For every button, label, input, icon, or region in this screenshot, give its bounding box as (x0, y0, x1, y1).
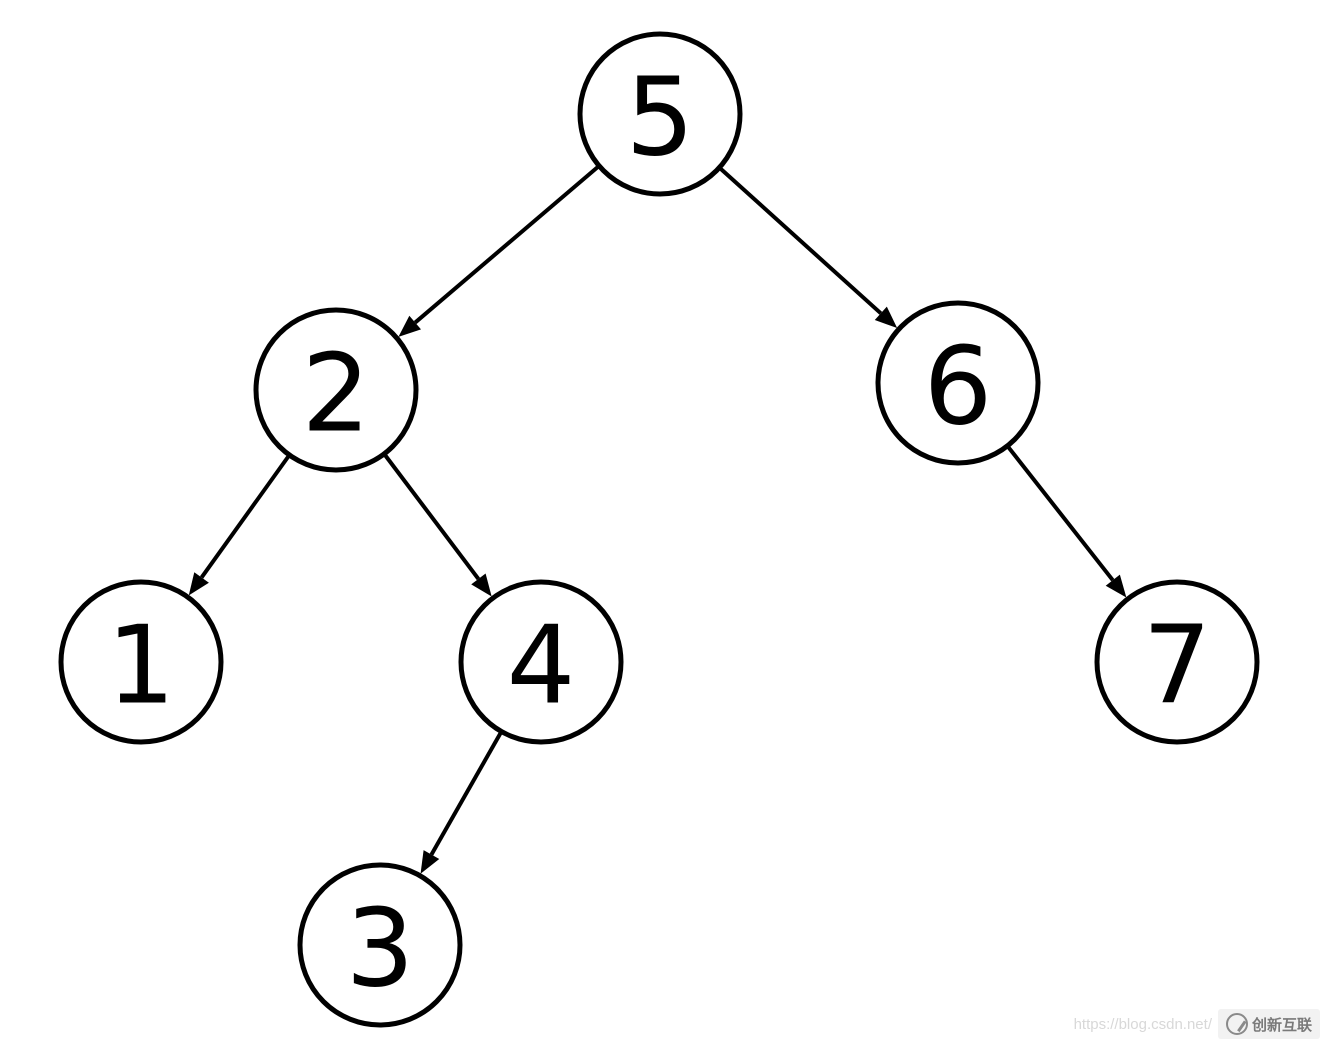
node-circle (875, 300, 1041, 466)
edge-n2-n4 (382, 452, 492, 597)
edge-line (718, 166, 883, 315)
node-circle (297, 862, 463, 1028)
arrow-head-icon (420, 850, 440, 874)
watermark-brand: 创新互联 (1251, 1016, 1312, 1034)
nodes-layer: 5 2 6 1 4 7 3 (58, 31, 1260, 1028)
tree-node-6: 6 (875, 300, 1041, 466)
node-circle (1094, 579, 1260, 745)
tree-node-3: 3 (297, 862, 463, 1028)
arrow-head-icon (874, 306, 898, 329)
watermark: https://blog.csdn.net/ 创新互联 (1074, 1004, 1320, 1044)
node-label: 2 (302, 332, 371, 457)
node-circle (577, 31, 743, 197)
edge-line (429, 730, 504, 856)
arrow-head-icon (398, 315, 422, 337)
node-label: 6 (924, 325, 993, 450)
edge-line (413, 164, 601, 325)
arrow-head-icon (188, 572, 209, 596)
node-circle (253, 307, 419, 473)
arrow-head-icon (1105, 574, 1127, 598)
node-label: 3 (346, 887, 415, 1012)
tree-node-2: 2 (253, 307, 419, 473)
brand-logo-icon (1225, 1013, 1248, 1035)
edge-n6-n7 (1005, 444, 1127, 598)
tree-node-7: 7 (1094, 579, 1260, 745)
node-label: 1 (107, 604, 176, 729)
edge-n4-n3 (420, 730, 504, 874)
edge-line (1005, 444, 1115, 582)
arrow-head-icon (471, 573, 492, 597)
watermark-brand-box: 创新互联 (1217, 1009, 1320, 1039)
node-circle (458, 579, 624, 745)
edge-n2-n1 (188, 453, 292, 596)
node-label: 4 (507, 604, 576, 729)
node-label: 7 (1143, 604, 1212, 729)
tree-node-1: 1 (58, 579, 224, 745)
edge-n5-n6 (718, 166, 898, 329)
node-circle (58, 579, 224, 745)
edge-line (199, 453, 292, 579)
edges-layer (188, 164, 1127, 874)
edge-line (382, 452, 481, 581)
node-label: 5 (626, 56, 695, 181)
edge-n5-n2 (398, 164, 601, 337)
tree-node-5: 5 (577, 31, 743, 197)
tree-node-4: 4 (458, 579, 624, 745)
watermark-url: https://blog.csdn.net/ (1073, 1015, 1212, 1033)
